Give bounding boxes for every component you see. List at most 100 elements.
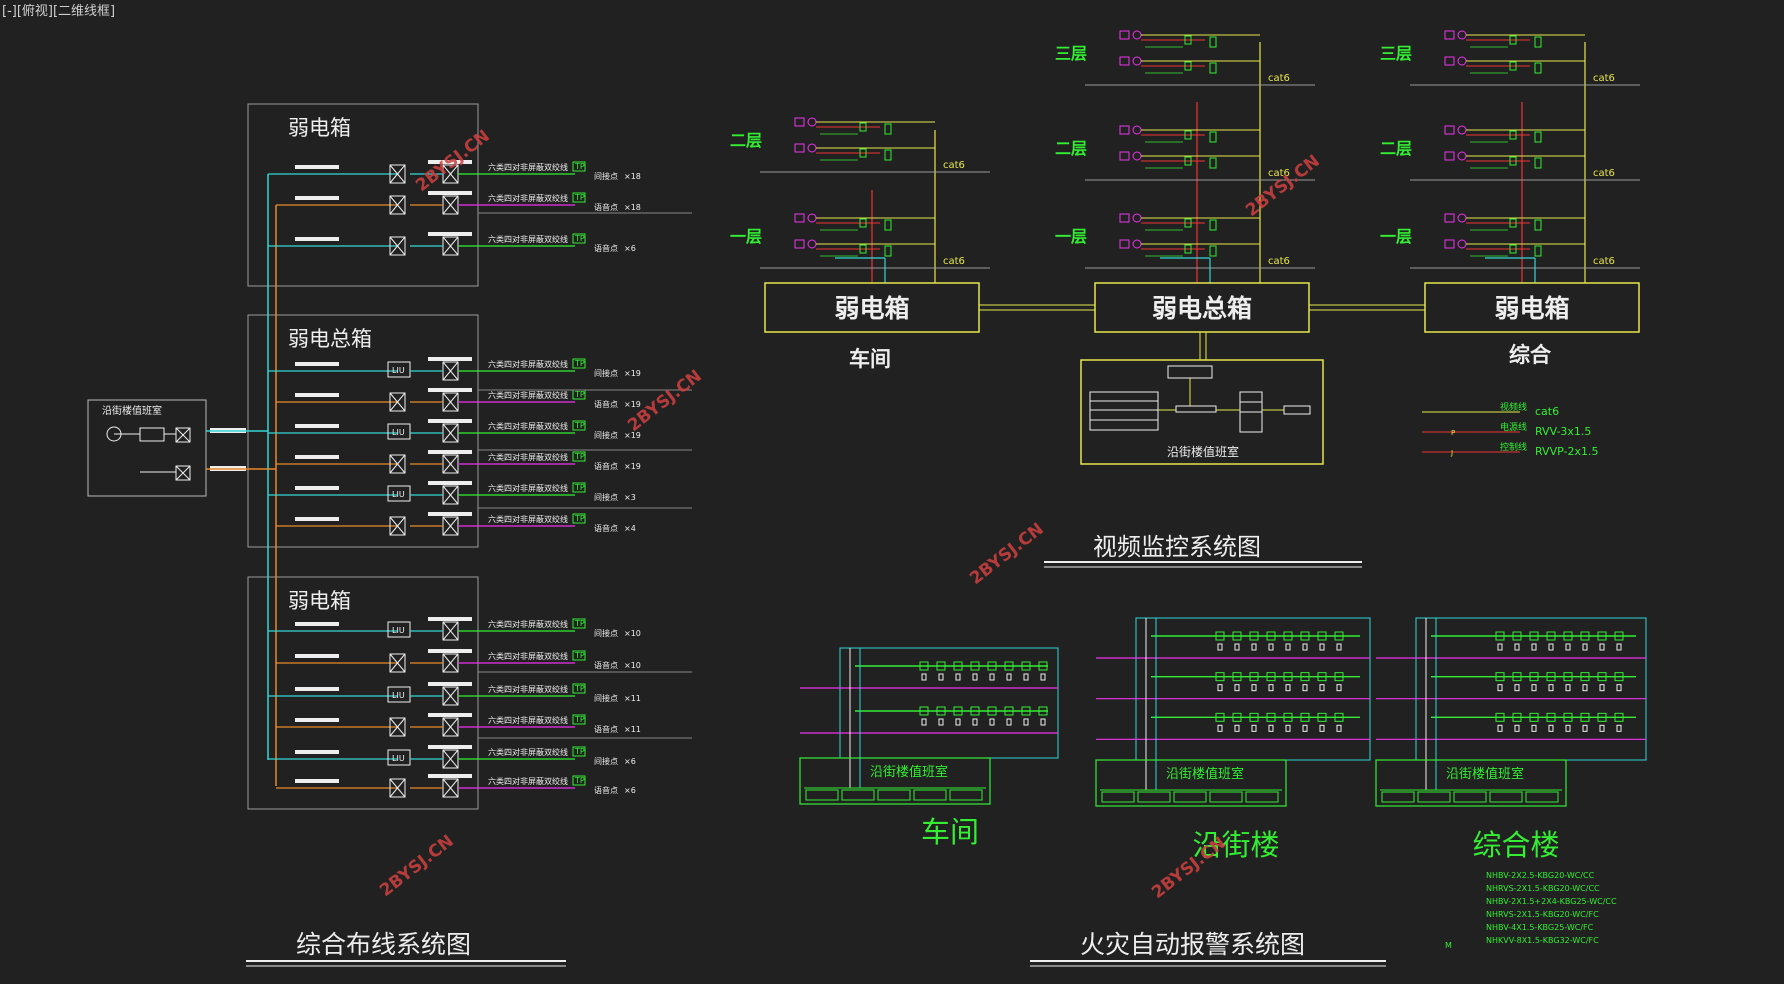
point-type: 语音点 (594, 724, 618, 734)
point-count: ×19 (624, 462, 641, 471)
fire-label-complex: 综合楼 (1472, 828, 1559, 862)
cable-label: cat6 (1268, 256, 1290, 267)
tp-label: TP (574, 747, 585, 756)
watermark: 2BYSJ.CN (376, 831, 458, 901)
video-floor-label: 二层 (730, 131, 762, 150)
watermark: 2BYSJ.CN (1242, 151, 1324, 221)
point-count: ×6 (624, 757, 636, 766)
point-type: 语音点 (594, 243, 618, 253)
cable-label: cat6 (943, 160, 965, 171)
tp-label: TP (574, 452, 585, 461)
video-box-left (764, 282, 980, 333)
tp-label: TP (574, 421, 585, 430)
point-count: ×10 (624, 629, 641, 638)
fire-cable-spec: NHBV-2X2.5-KBG20-WC/CC (1486, 871, 1595, 880)
fire-cable-spec: NHKVV-8X1.5-KBG32-WC/FC (1486, 936, 1599, 945)
tp-label: TP (574, 514, 585, 523)
point-count: ×10 (624, 661, 641, 670)
point-type: 间接点 (594, 368, 618, 378)
fire-room-label: 沿街楼值班室 (870, 764, 948, 780)
tp-label: TP (574, 483, 585, 492)
cable-label: cat6 (1593, 256, 1615, 267)
fire-panel: 沿街楼值班室 (1095, 617, 1371, 807)
point-type: 间接点 (594, 693, 618, 703)
cable-label: cat6 (943, 256, 965, 267)
legend-spec: cat6 (1535, 405, 1559, 418)
duty-room-label: 沿街楼值班室 (102, 404, 162, 417)
tp-label: TP (574, 715, 585, 724)
fire-label-street: 沿街楼 (1192, 828, 1279, 862)
viewport-label[interactable]: [-][俯视][二维线框] (2, 4, 116, 19)
video-monitor-icon (1239, 391, 1311, 433)
cabling-row: 六类四对非屏蔽双绞线 TP 语音点 ×10 (276, 649, 641, 673)
weak-box-top-title: 弱电箱 (288, 116, 351, 140)
legend-name: 控制线 (1500, 441, 1527, 453)
cable-spec-label: 六类四对非屏蔽双绞线 (488, 514, 568, 524)
video-label-left: 车间 (849, 347, 891, 371)
video-label-right: 综合 (1509, 343, 1552, 367)
weak-box-bottom-title: 弱电箱 (288, 589, 351, 613)
video-box-right (1424, 282, 1640, 333)
legend-spec: RVV-3x1.5 (1535, 425, 1591, 438)
fire-cable-spec: NHRVS-2X1.5-KBG20-WC/CC (1486, 884, 1600, 893)
cable-label: cat6 (1268, 73, 1290, 84)
legend-name: 电源线 (1500, 421, 1527, 433)
point-type: 间接点 (594, 492, 618, 502)
weak-box-top (247, 103, 479, 287)
video-box-right-title: 弱电箱 (1494, 294, 1569, 323)
fire-room-label: 沿街楼值班室 (1166, 766, 1244, 782)
watermark: 2BYSJ.CN (966, 519, 1048, 589)
video-floor-label: 二层 (1055, 139, 1087, 158)
point-count: ×4 (624, 524, 636, 533)
point-count: ×6 (624, 786, 636, 795)
cable-spec-label: 六类四对非屏蔽双绞线 (488, 193, 568, 203)
tp-label: TP (574, 651, 585, 660)
legend-spec: RVVP-2x1.5 (1535, 445, 1598, 458)
cable-spec-label: 六类四对非屏蔽双绞线 (488, 452, 568, 462)
legend-mark: P (1451, 429, 1455, 437)
spec-key-m: M (1445, 941, 1452, 950)
duty-room-patch-icon (175, 427, 191, 481)
tp-label: TP (574, 162, 585, 171)
point-type: 语音点 (594, 660, 618, 670)
tp-label: TP (574, 684, 585, 693)
fire-cable-spec: NHBV-2X1.5+2X4-KBG25-WC/CC (1486, 897, 1617, 906)
fire-cable-spec: NHBV-4X1.5-KBG25-WC/FC (1486, 923, 1594, 932)
fire-room-label: 沿街楼值班室 (1446, 766, 1524, 782)
lu-label: LIU (392, 626, 405, 635)
cable-spec-label: 六类四对非屏蔽双绞线 (488, 359, 568, 369)
cable-label: cat6 (1268, 168, 1290, 179)
video-floor-label: 一层 (1055, 227, 1087, 246)
cable-spec-label: 六类四对非屏蔽双绞线 (488, 715, 568, 725)
video-control-room (1080, 359, 1324, 465)
point-type: 语音点 (594, 399, 618, 409)
cabling-row: 六类四对非屏蔽双绞线 TP 语音点 ×6 (276, 774, 636, 798)
video-box-center-title: 弱电总箱 (1152, 294, 1252, 323)
cable-spec-label: 六类四对非屏蔽双绞线 (488, 747, 568, 757)
point-type: 语音点 (594, 523, 618, 533)
fire-panel: 沿街楼值班室 (799, 647, 1059, 805)
cable-spec-label: 六类四对非屏蔽双绞线 (488, 651, 568, 661)
point-type: 间接点 (594, 430, 618, 440)
duty-room-switch-icon (139, 427, 165, 442)
point-count: ×19 (624, 369, 641, 378)
video-floor-label: 三层 (1055, 44, 1087, 63)
fire-cable-spec: NHRVS-2X1.5-KBG20-WC/FC (1486, 910, 1599, 919)
lu-label: LIU (392, 366, 405, 375)
tp-label: TP (574, 193, 585, 202)
tp-label: TP (574, 776, 585, 785)
cabling-row: 六类四对非屏蔽双绞线 TP 语音点 ×4 (276, 512, 636, 536)
point-type: 语音点 (594, 785, 618, 795)
cable-spec-label: 六类四对非屏蔽双绞线 (488, 776, 568, 786)
watermark: 2BYSJ.CN (1148, 833, 1230, 903)
